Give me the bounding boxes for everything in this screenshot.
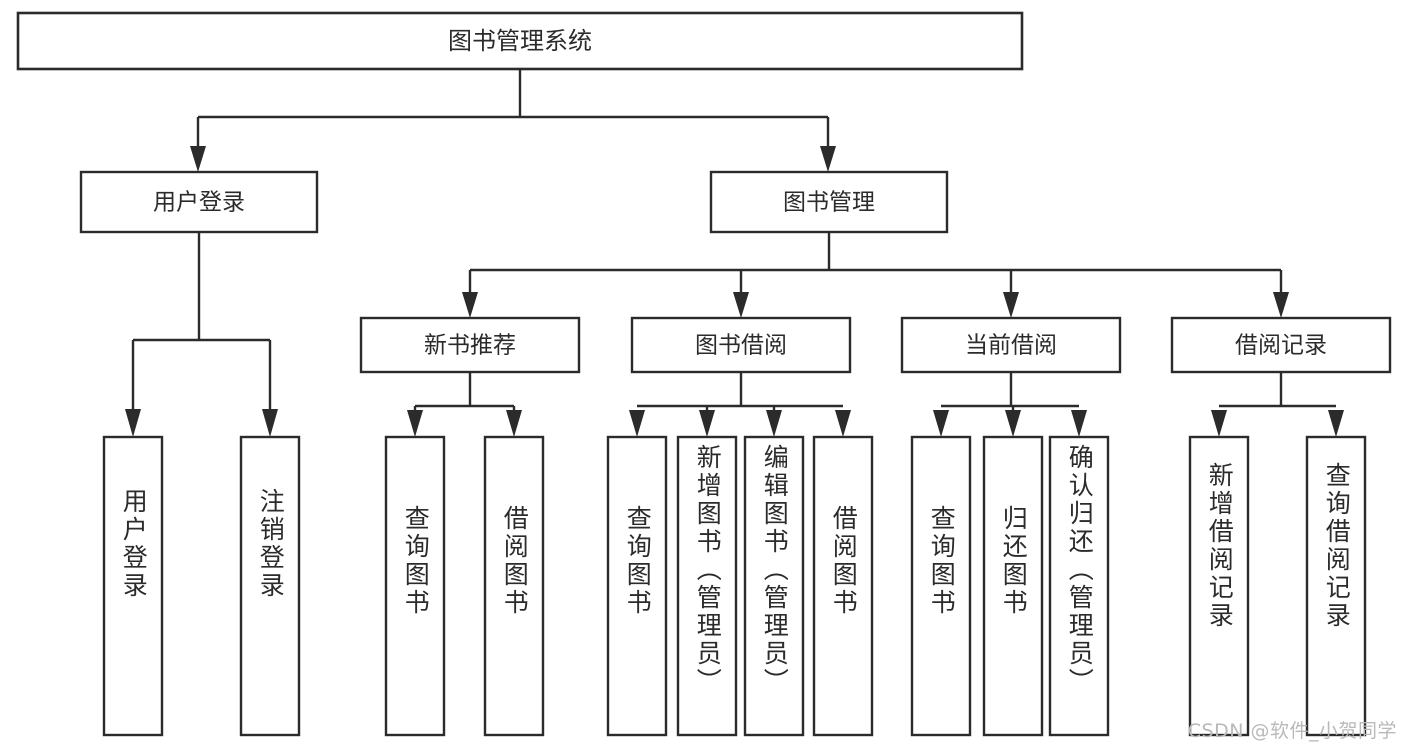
edges-root-to-level2 bbox=[190, 69, 836, 172]
arrow-bw-borrow bbox=[835, 410, 851, 437]
node-root-label: 图书管理系统 bbox=[448, 27, 592, 55]
arrow-rec-query bbox=[1328, 410, 1344, 437]
node-user-login[interactable]: 用户登录 bbox=[79, 170, 319, 234]
leaf-box-bw-query-book[interactable] bbox=[606, 435, 668, 737]
arrow-bw-query bbox=[629, 410, 645, 437]
node-new-book-recommend[interactable]: 新书推荐 bbox=[359, 316, 581, 374]
arrow-newbook bbox=[462, 292, 478, 318]
arrow-bw-add bbox=[699, 410, 715, 437]
leaf-box-cur-query-book[interactable] bbox=[910, 435, 972, 737]
node-borrow-record-label: 借阅记录 bbox=[1235, 333, 1327, 359]
leaf-box-bw-edit-book[interactable] bbox=[743, 435, 805, 737]
leaf-box-cur-confirm-return[interactable] bbox=[1048, 435, 1110, 737]
node-new-book-recommend-label: 新书推荐 bbox=[424, 333, 516, 359]
csdn-watermark: CSDN @软件_小贺同学 bbox=[1187, 720, 1397, 742]
node-book-borrow-box[interactable] bbox=[630, 316, 852, 374]
leaf-box-user-login[interactable] bbox=[102, 435, 164, 737]
arrow-cur-query bbox=[933, 410, 949, 437]
edges-bookmanage-to-level3 bbox=[462, 232, 1289, 318]
edges-borrow-to-leaves bbox=[629, 372, 851, 437]
arrow-cur-return bbox=[1005, 410, 1021, 437]
edges-current-to-leaves bbox=[933, 372, 1087, 437]
node-current-borrow[interactable]: 当前借阅 bbox=[900, 316, 1122, 374]
edges-newbook-to-leaves bbox=[407, 372, 522, 437]
leaf-boxes bbox=[102, 435, 1367, 737]
leaf-box-nb-query-book[interactable] bbox=[384, 435, 446, 737]
arrow-rec-add bbox=[1211, 410, 1227, 437]
node-book-manage[interactable]: 图书管理 bbox=[709, 170, 949, 234]
node-borrow-record[interactable]: 借阅记录 bbox=[1170, 316, 1392, 374]
edges-record-to-leaves bbox=[1211, 372, 1344, 437]
node-book-manage-box[interactable] bbox=[709, 170, 949, 234]
arrow-nb-query bbox=[407, 410, 423, 437]
arrow-user-login bbox=[190, 146, 206, 172]
arrow-current bbox=[1003, 292, 1019, 318]
arrow-record bbox=[1273, 292, 1289, 318]
leaf-box-bw-borrow-book[interactable] bbox=[812, 435, 874, 737]
node-book-manage-label: 图书管理 bbox=[783, 190, 875, 216]
leaf-box-cur-return-book[interactable] bbox=[982, 435, 1044, 737]
node-current-borrow-box[interactable] bbox=[900, 316, 1122, 374]
leaf-box-nb-borrow-book[interactable] bbox=[483, 435, 545, 737]
node-root-box[interactable] bbox=[16, 11, 1024, 71]
node-current-borrow-label: 当前借阅 bbox=[965, 333, 1057, 359]
arrow-nb-borrow bbox=[506, 410, 522, 437]
node-root[interactable]: 图书管理系统 bbox=[16, 11, 1024, 71]
node-user-login-label: 用户登录 bbox=[153, 190, 245, 216]
arrow-bw-edit bbox=[766, 410, 782, 437]
leaf-box-rec-query-record[interactable] bbox=[1305, 435, 1367, 737]
node-borrow-record-box[interactable] bbox=[1170, 316, 1392, 374]
arrow-leaf-logout bbox=[262, 409, 278, 437]
node-book-borrow[interactable]: 图书借阅 bbox=[630, 316, 852, 374]
arrow-book-manage bbox=[820, 146, 836, 172]
leaf-box-rec-add-record[interactable] bbox=[1188, 435, 1250, 737]
arrow-borrow bbox=[733, 292, 749, 318]
node-book-borrow-label: 图书借阅 bbox=[695, 333, 787, 359]
leaf-box-bw-add-book[interactable] bbox=[676, 435, 738, 737]
arrow-leaf-user-login bbox=[125, 409, 141, 437]
leaf-box-logout[interactable] bbox=[239, 435, 301, 737]
edges-userlogin-to-leaves bbox=[125, 232, 278, 437]
arrow-cur-confirm bbox=[1071, 410, 1087, 437]
node-new-book-recommend-box[interactable] bbox=[359, 316, 581, 374]
node-user-login-box[interactable] bbox=[79, 170, 319, 234]
